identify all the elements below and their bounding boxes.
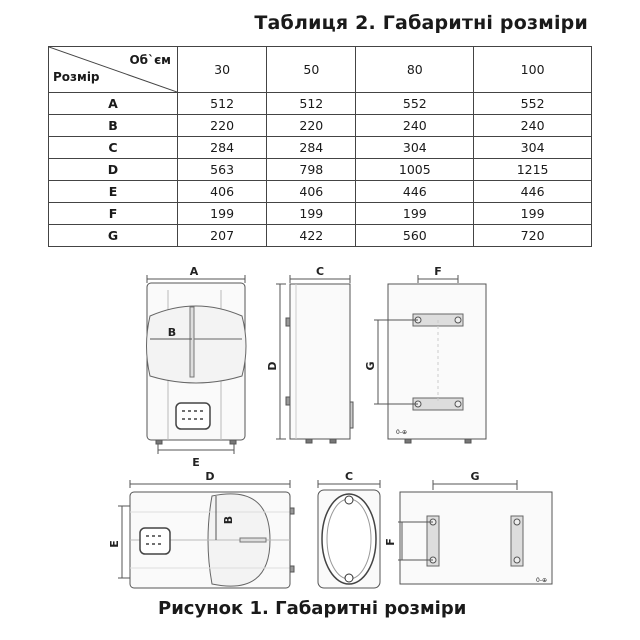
vertical-back-view: 0-⊕ [374,275,487,444]
dim-label-e: E [192,456,200,469]
control-panel-horizontal [139,527,171,555]
table-cell: 720 [473,224,592,247]
heater-end-ellipse [321,493,377,585]
dim-label-f-horizontal: F [384,538,397,546]
vertical-side-view [276,275,354,444]
control-panel [175,402,211,430]
vertical-front-view [146,275,247,454]
volume-header: 50 [266,46,357,93]
size-header-label: Розмір [53,70,100,84]
dim-label-a: A [190,265,199,278]
table-cell: 207 [176,224,268,247]
dim-label-d-horizontal: D [205,470,214,483]
table-cell: 220 [266,114,357,137]
dim-label-e-horizontal: E [108,540,121,548]
table-cell: 240 [355,114,475,137]
table-cell: 798 [266,158,357,181]
table-header-row: Об`єм Розмір 30 50 80 100 [48,46,592,93]
heater-body-horizontal-back [399,491,553,585]
dim-label-g-horizontal: G [470,470,479,483]
table-cell: 512 [176,92,268,115]
figure-caption: Рисунок 1. Габаритні розміри [158,598,467,619]
horizontal-back-view: 0-⊕ [398,480,553,585]
table-cell: 406 [266,180,357,203]
dim-label-g: G [364,361,377,370]
horizontal-front-view [118,480,295,589]
table-cell: 560 [355,224,475,247]
svg-text:0-⊕: 0-⊕ [536,577,547,584]
dim-label-f: F [434,265,442,278]
dim-label-b-horizontal: B [222,516,235,524]
horizontal-end-view [317,480,381,589]
dim-label-c-horizontal: C [345,470,353,483]
svg-text:0-⊕: 0-⊕ [396,429,407,436]
volume-header-label: Об`єм [129,53,171,67]
dim-label-d: D [266,361,279,370]
table-cell: 199 [355,202,475,225]
table-corner-cell: Об`єм Розмір [48,46,178,93]
corner-diagonal [49,47,177,92]
dim-label-b: B [168,326,176,339]
volume-header: 100 [473,46,592,93]
heater-body-side [289,283,351,440]
table-cell: 284 [266,136,357,159]
dim-label-c: C [316,265,324,278]
heater-body-back [387,283,487,440]
table-cell: 422 [266,224,357,247]
table-title: Таблиця 2. Габаритні розміри [254,12,588,34]
